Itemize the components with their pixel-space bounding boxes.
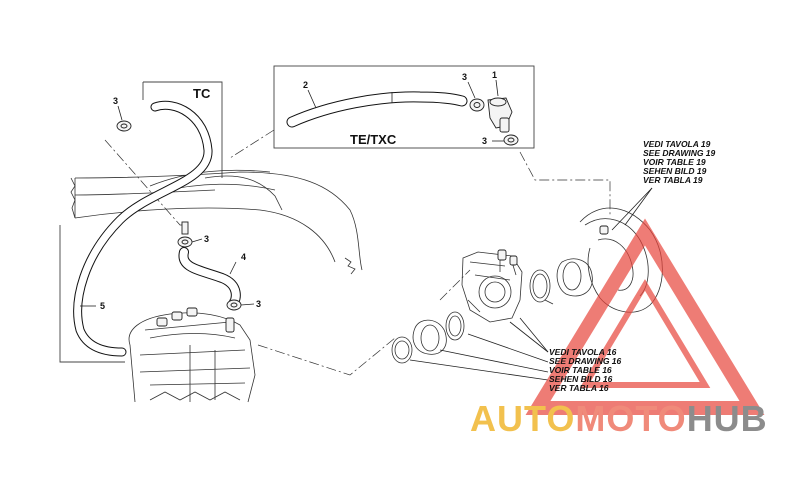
clamp-hose4-upper: [177, 236, 193, 248]
leader-3a: [117, 105, 123, 121]
label-tc: TC: [193, 86, 211, 101]
callout16-leader-d: [439, 349, 549, 373]
callout16-line-4: VER TABLA 16: [549, 383, 609, 393]
clamp-tc: [116, 120, 132, 132]
leader-throttle: [439, 269, 471, 301]
callout19-leaders-2: [624, 187, 653, 226]
callout16-line-3: SEHEN BILD 16: [549, 374, 613, 384]
leader-clamp: [519, 151, 611, 215]
leader-2: [307, 89, 317, 109]
watermark-auto: AUTO: [470, 398, 576, 439]
part-number-2: 2: [303, 80, 308, 90]
clamp-hose4-lower: [226, 299, 242, 311]
hose-4-inner: [179, 248, 240, 306]
callout16-line-0: VEDI TAVOLA 16: [549, 347, 617, 357]
leader-3e: [240, 303, 255, 306]
part-number-3a: 3: [113, 96, 118, 106]
part-number-4: 4: [241, 252, 246, 262]
callout19-line-3: SEHEN BILD 19: [643, 166, 707, 176]
leader-engine: [257, 337, 396, 376]
frame-tube-edge: [74, 175, 283, 211]
intake-manifold: [412, 319, 447, 355]
frame-tube: [74, 169, 363, 271]
callout16-leader-c: [467, 333, 549, 363]
callout16-leader-a: [509, 321, 549, 353]
callout16-line-1: SEE DRAWING 16: [549, 356, 622, 366]
leader-tc: [104, 139, 188, 226]
hose-2-inner: [287, 92, 467, 127]
part-number-3d: 3: [204, 234, 209, 244]
throttle-clamp-right: [529, 269, 554, 305]
throttle-clamp-left: [445, 311, 465, 341]
manifold-clamp: [391, 336, 413, 364]
callout19-line-4: VER TABLA 19: [643, 175, 703, 185]
clamp-te-upper: [469, 98, 485, 112]
watermark-logo: AUTOMOTOHUB: [470, 398, 768, 440]
callout-drawing-19: VEDI TAVOLA 19 SEE DRAWING 19 VOIR TABLE…: [643, 139, 716, 185]
callout19-leaders: [611, 187, 653, 231]
callout16-leader-e: [409, 359, 549, 381]
watermark-triangle: [525, 218, 765, 415]
leader-3d: [191, 238, 203, 243]
callout16-line-2: VOIR TABLE 16: [549, 365, 612, 375]
hose-5-inner: [74, 101, 212, 356]
label-te-txc: TE/TXC: [350, 132, 397, 147]
leader-1: [495, 79, 499, 97]
watermark-moto: MOTO: [575, 398, 687, 439]
part-number-3c: 3: [482, 136, 487, 146]
watermark-hub: HUB: [686, 398, 768, 439]
hose5-frame: [59, 225, 125, 363]
frame-tube-break-left: [70, 177, 76, 219]
intake-rubber-right: [556, 258, 593, 297]
engine-head: [128, 307, 256, 403]
tc-frame: [143, 81, 223, 178]
callout-drawing-16: VEDI TAVOLA 16 SEE DRAWING 16 VOIR TABLE…: [549, 347, 622, 393]
frame-stud: [181, 221, 189, 235]
leader-te: [229, 129, 275, 159]
part-number-1: 1: [492, 70, 497, 80]
callout19-line-0: VEDI TAVOLA 19: [643, 139, 711, 149]
callout16-leader-b: [519, 317, 549, 353]
elbow-fitting: [487, 97, 513, 133]
part-number-3e: 3: [256, 299, 261, 309]
te-txc-frame: [273, 65, 535, 149]
part-number-5: 5: [100, 301, 105, 311]
part-number-3b: 3: [462, 72, 467, 82]
throttle-body: [461, 249, 523, 323]
frame-tube-break: [344, 257, 356, 275]
leader-4: [229, 261, 237, 275]
callout19-line-2: VOIR TABLE 19: [643, 157, 706, 167]
leader-3b: [467, 81, 476, 99]
clamp-te-lower: [503, 134, 519, 146]
callout19-line-1: SEE DRAWING 19: [643, 148, 716, 158]
